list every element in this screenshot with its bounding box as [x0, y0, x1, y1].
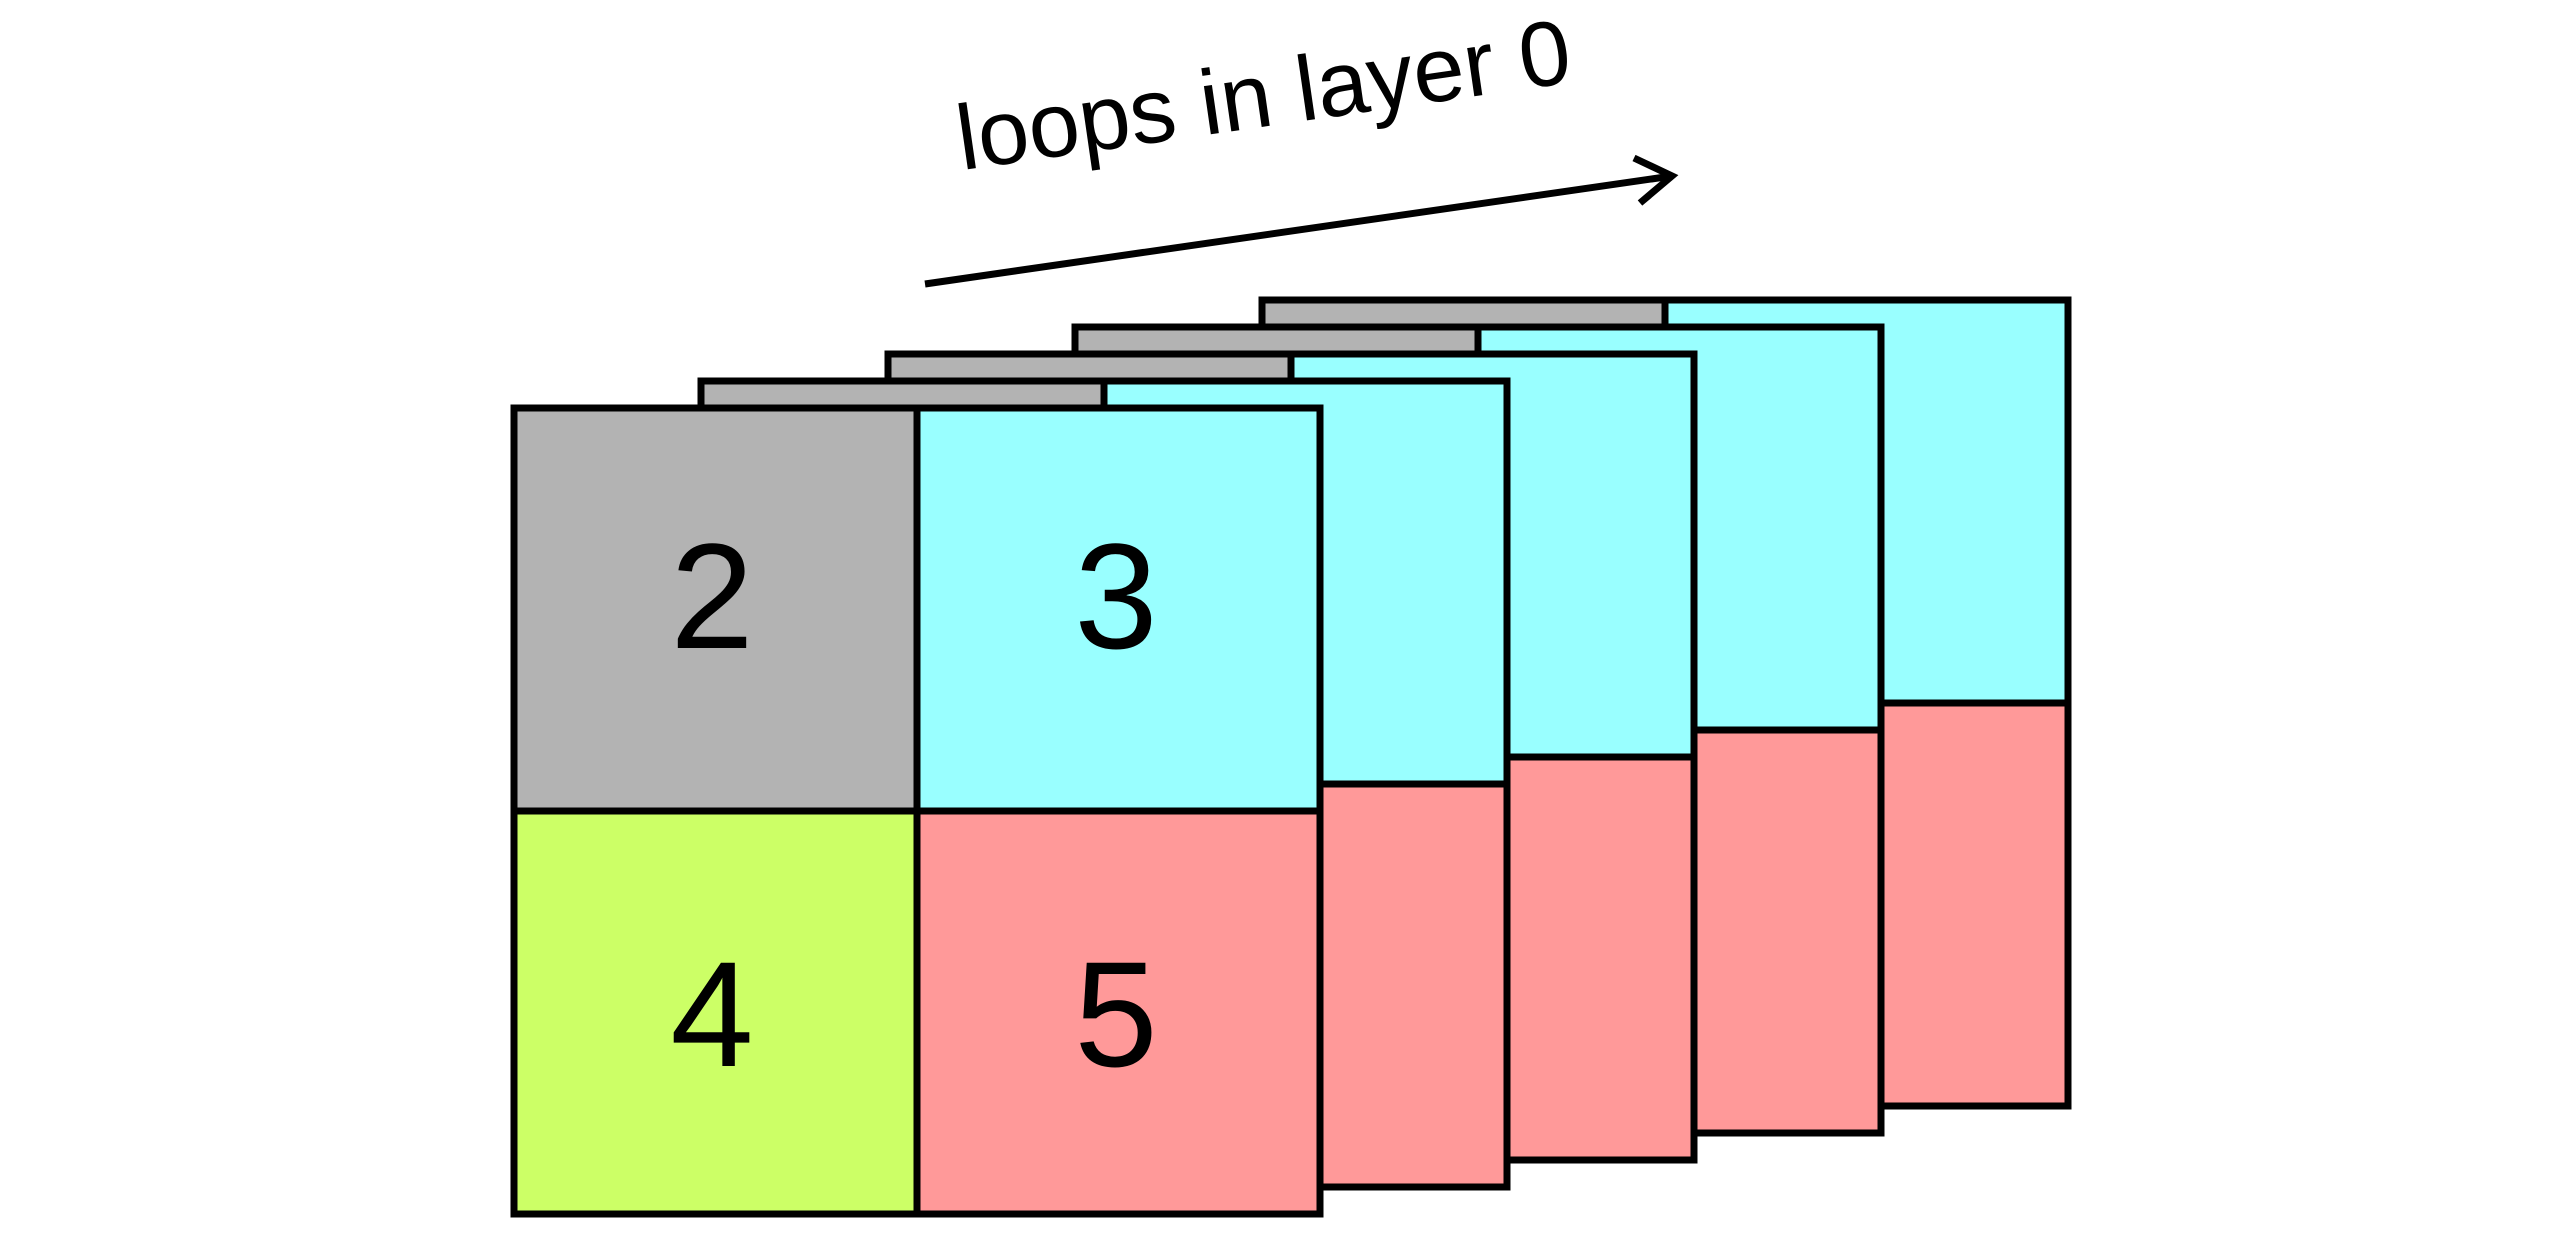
cell-4 [510, 807, 921, 1218]
front-layer: 2 3 4 5 [510, 404, 1324, 1218]
arrow-label: loops in layer 0 [950, 1, 1577, 190]
cell-2-label: 2 [670, 512, 753, 680]
cell-3-label: 3 [1074, 512, 1157, 680]
cell-5-label: 5 [1074, 930, 1157, 1098]
cell-2 [510, 404, 921, 815]
arrow-head [1632, 154, 1679, 206]
arrow-shaft [924, 172, 1673, 288]
loop-direction-arrow: loops in layer 0 [924, 1, 1679, 288]
cell-4-label: 4 [670, 930, 753, 1098]
cell-5 [913, 807, 1324, 1218]
cell-3 [913, 404, 1324, 815]
